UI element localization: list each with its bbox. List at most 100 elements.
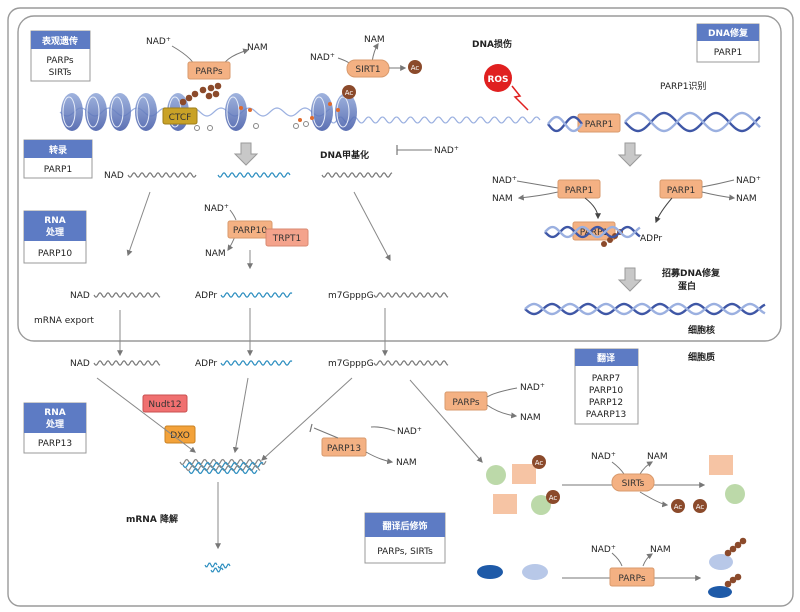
- nucleus-frame: [17, 15, 782, 342]
- nad-label: NAD+: [146, 36, 171, 47]
- nucleosome: [311, 93, 333, 131]
- par-chain: [179, 82, 222, 106]
- decapping-enzymes: Nudt12 DXO: [142, 394, 196, 444]
- rna-strand: [373, 292, 449, 298]
- box-translation-item: PARP12: [589, 398, 623, 408]
- rna-cap-labels: NAD NAD ADPr m7GpppG NAD ADPr m7GpppG mR…: [34, 171, 374, 525]
- parps-enzyme: PARPs: [195, 67, 223, 77]
- cpg-site: [207, 125, 213, 131]
- nad-label: NAD+: [520, 382, 545, 393]
- box-ptm-title: 翻译后修饰: [382, 520, 427, 532]
- acetyl-group: Ac: [696, 503, 705, 511]
- nad-label: NAD+: [310, 52, 335, 63]
- box-translation-item: PARP7: [592, 374, 620, 384]
- box-rna-processing-1: RNA 处理 PARP10: [23, 210, 87, 264]
- parp1-enzyme: PARP1: [585, 120, 613, 130]
- parps-epigenetic-reaction: NAD+ NAM PARPs CTCF: [146, 36, 268, 125]
- parp1-enzyme: PARP1: [580, 228, 608, 238]
- cpg-site: [303, 121, 309, 127]
- adpr-label: ADPr: [640, 234, 662, 244]
- parps-enzyme: PARPs: [452, 398, 480, 408]
- nudt12-enzyme: Nudt12: [148, 400, 181, 410]
- nam-label: NAM: [520, 413, 541, 423]
- methyl-mark: [328, 102, 332, 106]
- nad-label: NAD+: [434, 145, 459, 156]
- acetyl-group: Ac: [549, 494, 558, 502]
- flow-arrow: [409, 379, 483, 463]
- sirts-ptm-reaction: Ac Ac NAD+ NAM SIRTs Ac Ac: [486, 451, 745, 515]
- box-epigenetics-item: PARPs: [46, 56, 74, 66]
- box-rna-processing-2-title: RNA: [44, 408, 65, 418]
- rna-cap-adpr: ADPr: [195, 359, 217, 369]
- parp1-enzyme: PARP1: [565, 186, 593, 196]
- flow-arrow: [353, 191, 391, 262]
- box-transcription-title: 转录: [49, 144, 67, 156]
- parp13-enzyme: PARP13: [327, 444, 361, 454]
- flow-arrow: [261, 377, 353, 461]
- sirts-enzyme: SIRTs: [622, 479, 645, 489]
- acetyl-group: Ac: [535, 459, 544, 467]
- rna-strand: [93, 292, 161, 298]
- box-transcription: 转录 PARP1: [23, 139, 93, 179]
- mrna-degradation-label: mRNA 降解: [126, 513, 178, 525]
- nad-label: NAD+: [204, 203, 229, 214]
- mrna-export-label: mRNA export: [34, 316, 94, 326]
- nucleosome: [135, 93, 157, 131]
- nam-label: NAM: [492, 194, 513, 204]
- dna-helix: [544, 225, 641, 239]
- cpg-site: [194, 125, 200, 131]
- box-epigenetics-item: SIRTs: [49, 68, 72, 78]
- box-dna-repair-item: PARP1: [714, 48, 742, 58]
- box-rna-processing-1-item: PARP10: [38, 249, 72, 259]
- flow-arrow: [232, 377, 249, 454]
- parps-translation-reaction: PARPs NAD+ NAM: [444, 382, 545, 423]
- nam-label: NAM: [205, 249, 226, 259]
- rna-cap-nad: NAD: [70, 359, 90, 369]
- rna-strand: [93, 360, 161, 366]
- acetyl-group: Ac: [411, 64, 420, 72]
- nam-label: NAM: [736, 194, 757, 204]
- cell-frame: [7, 7, 794, 607]
- box-rna-processing-1-title: 处理: [45, 226, 64, 238]
- rna-fragment: [217, 563, 231, 569]
- box-rna-processing-1-title: RNA: [44, 216, 65, 226]
- box-ptm: 翻译后修饰 PARPs, SIRTs: [364, 512, 446, 564]
- rna-cap-m7g: m7GpppG: [328, 291, 374, 301]
- ctcf-protein: CTCF: [169, 113, 192, 123]
- cpg-site: [253, 123, 259, 129]
- nam-label: NAM: [396, 458, 417, 468]
- methyl-mark: [310, 116, 314, 120]
- parp10-enzyme: PARP10: [233, 226, 267, 236]
- rna-strand: [220, 360, 293, 366]
- flow-arrow: [126, 191, 151, 257]
- box-dna-repair-title: DNA修复: [708, 27, 749, 39]
- box-translation: 翻译 PARP7 PARP10 PARP12 PAARP13: [574, 348, 639, 425]
- nucleosome: [225, 93, 247, 131]
- damaged-dna-helix: [624, 111, 761, 133]
- box-dna-repair: DNA修复 PARP1: [696, 23, 760, 63]
- nam-label: NAM: [647, 452, 668, 462]
- rna-fragment: [204, 562, 218, 568]
- cpg-site: [293, 123, 299, 129]
- recruit-repair-label: 招募DNA修复: [662, 267, 721, 279]
- nucleosome: [335, 93, 357, 131]
- nad-label: NAD+: [492, 175, 517, 186]
- rna-strands: [93, 111, 766, 573]
- process-arrows: [233, 142, 643, 292]
- box-rna-processing-2-item: PARP13: [38, 439, 72, 449]
- recruit-repair-label: 蛋白: [678, 280, 696, 292]
- nucleosome: [85, 93, 107, 131]
- parps-enzyme: PARPs: [618, 574, 646, 584]
- dna-methylation-label: DNA甲基化: [320, 149, 369, 161]
- nam-label: NAM: [364, 35, 385, 45]
- dxo-enzyme: DXO: [170, 431, 190, 441]
- rna-cap-m7g: m7GpppG: [328, 359, 374, 369]
- degraded-rna: [188, 467, 258, 475]
- methyl-mark: [248, 108, 252, 112]
- nucleosome: [109, 93, 131, 131]
- box-ptm-item: PARPs, SIRTs: [377, 547, 433, 557]
- box-translation-item: PARP10: [589, 386, 623, 396]
- rna-strand: [373, 360, 449, 366]
- box-translation-title: 翻译: [597, 352, 616, 364]
